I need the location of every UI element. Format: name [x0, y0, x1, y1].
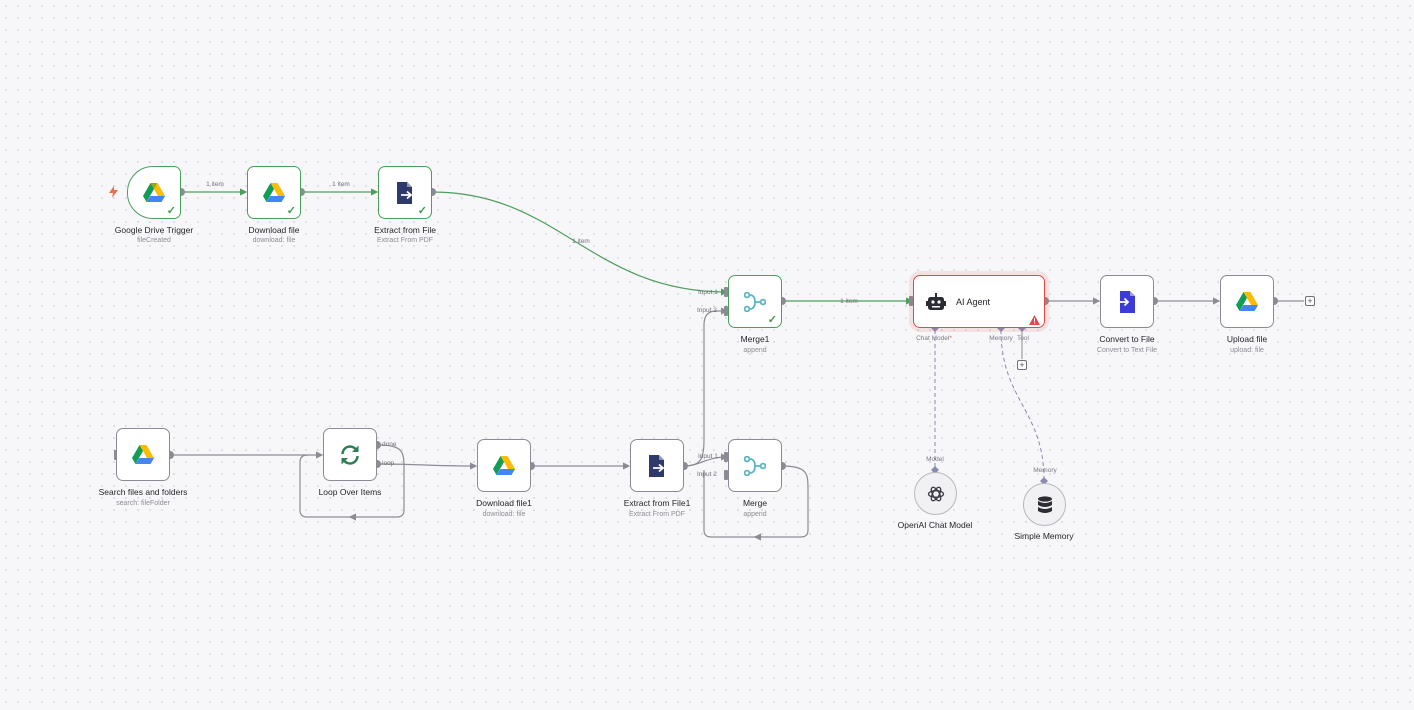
node-subtitle: fileCreated [137, 237, 171, 244]
node-title: Merge1 [740, 334, 770, 344]
node-extract-from-file1[interactable] [630, 439, 684, 492]
robot-icon [926, 293, 946, 310]
node-google-drive-trigger[interactable]: ✓ [127, 166, 181, 219]
add-next-node-button[interactable]: + [1305, 296, 1315, 306]
google-drive-icon [1236, 291, 1258, 311]
merge-input1-label: Input 1 [698, 453, 718, 460]
agent-chat-model-port-label: Chat Model [916, 335, 952, 342]
warning-icon[interactable] [1029, 315, 1040, 325]
node-download-file[interactable]: ✓ [247, 166, 301, 219]
node-upload-file[interactable] [1220, 275, 1274, 328]
file-convert-icon [1117, 290, 1135, 313]
node-extract-from-file[interactable]: ✓ [378, 166, 432, 219]
success-check-icon: ✓ [417, 205, 427, 217]
node-title: Upload file [1226, 334, 1268, 344]
loop-icon [341, 444, 359, 465]
node-title: Extract from File1 [623, 498, 691, 508]
google-drive-icon [143, 182, 165, 202]
node-title: AI Agent [956, 297, 991, 307]
node-subtitle: Convert to Text File [1096, 347, 1158, 354]
edge-memory-to-agent[interactable] [1000, 329, 1045, 481]
node-subtitle: download: file [482, 511, 526, 518]
edge-extract1-to-merge1-input2[interactable] [683, 307, 729, 467]
success-check-icon: ✓ [166, 205, 176, 217]
agent-tool-port-label: Tool [1017, 335, 1029, 342]
node-subtitle: Extract From PDF [376, 237, 434, 244]
node-title: Loop Over Items [318, 487, 382, 497]
merge-input2-label: Input 2 [697, 471, 717, 478]
success-check-icon: ✓ [767, 314, 777, 326]
merge1-input1-label: Input 1 [698, 289, 718, 296]
edge-label: 1 item [332, 181, 350, 188]
edge-merge-loop-back[interactable] [703, 465, 809, 538]
node-loop-over-items[interactable] [323, 428, 377, 481]
add-tool-button[interactable]: + [1017, 360, 1027, 370]
node-ai-agent[interactable]: AI Agent [913, 275, 1045, 328]
node-title: Convert to File [1099, 334, 1155, 344]
database-icon [1037, 495, 1052, 513]
node-title: Download file [248, 225, 300, 235]
node-title: Search files and folders [98, 487, 188, 497]
node-download-file1[interactable] [477, 439, 531, 492]
node-title: Merge [742, 498, 768, 508]
merge1-input2-label: Input 2 [697, 307, 717, 314]
google-drive-icon [493, 455, 515, 475]
google-drive-icon [263, 182, 285, 202]
node-title: OpenAI Chat Model [897, 520, 973, 530]
google-drive-icon [132, 444, 154, 464]
success-check-icon: ✓ [286, 205, 296, 217]
edge-label: 1 item [840, 298, 858, 305]
node-openai-chat-model[interactable] [914, 472, 957, 515]
edge-extract-to-merge1[interactable] [431, 191, 729, 296]
node-search-files-and-folders[interactable] [116, 428, 170, 481]
file-extract-icon [649, 454, 665, 477]
openai-model-port-label: Model [926, 456, 944, 463]
node-merge[interactable] [728, 439, 782, 492]
node-title: Simple Memory [1014, 531, 1074, 541]
edge-label: 1 item [206, 181, 224, 188]
node-title: Extract from File [374, 225, 436, 235]
node-subtitle: append [743, 347, 767, 354]
node-subtitle: search: fileFolder [116, 500, 170, 507]
edge-loop-to-download1[interactable] [376, 462, 478, 470]
memory-port-label: Memory [1033, 467, 1057, 474]
node-merge1[interactable]: ✓ [728, 275, 782, 328]
node-convert-to-file[interactable] [1100, 275, 1154, 328]
node-simple-memory[interactable] [1023, 483, 1066, 526]
agent-memory-port-label: Memory [989, 335, 1013, 342]
node-subtitle: download: file [252, 237, 296, 244]
trigger-bolt-icon [109, 186, 118, 198]
merge-icon [744, 291, 766, 312]
node-subtitle: Extract From PDF [628, 511, 686, 518]
merge-icon [744, 455, 766, 476]
edge-label: 1 item [572, 238, 590, 245]
node-title: Download file1 [476, 498, 532, 508]
node-title: Google Drive Trigger [114, 225, 194, 235]
loop-loop-output-label: loop [382, 460, 395, 467]
openai-icon [927, 486, 944, 501]
node-subtitle: append [743, 511, 767, 518]
ai-port-diamonds[interactable] [931, 324, 1048, 485]
node-subtitle: upload: file [1230, 347, 1264, 354]
file-extract-icon [397, 181, 413, 204]
loop-done-output-label: done [382, 441, 397, 448]
